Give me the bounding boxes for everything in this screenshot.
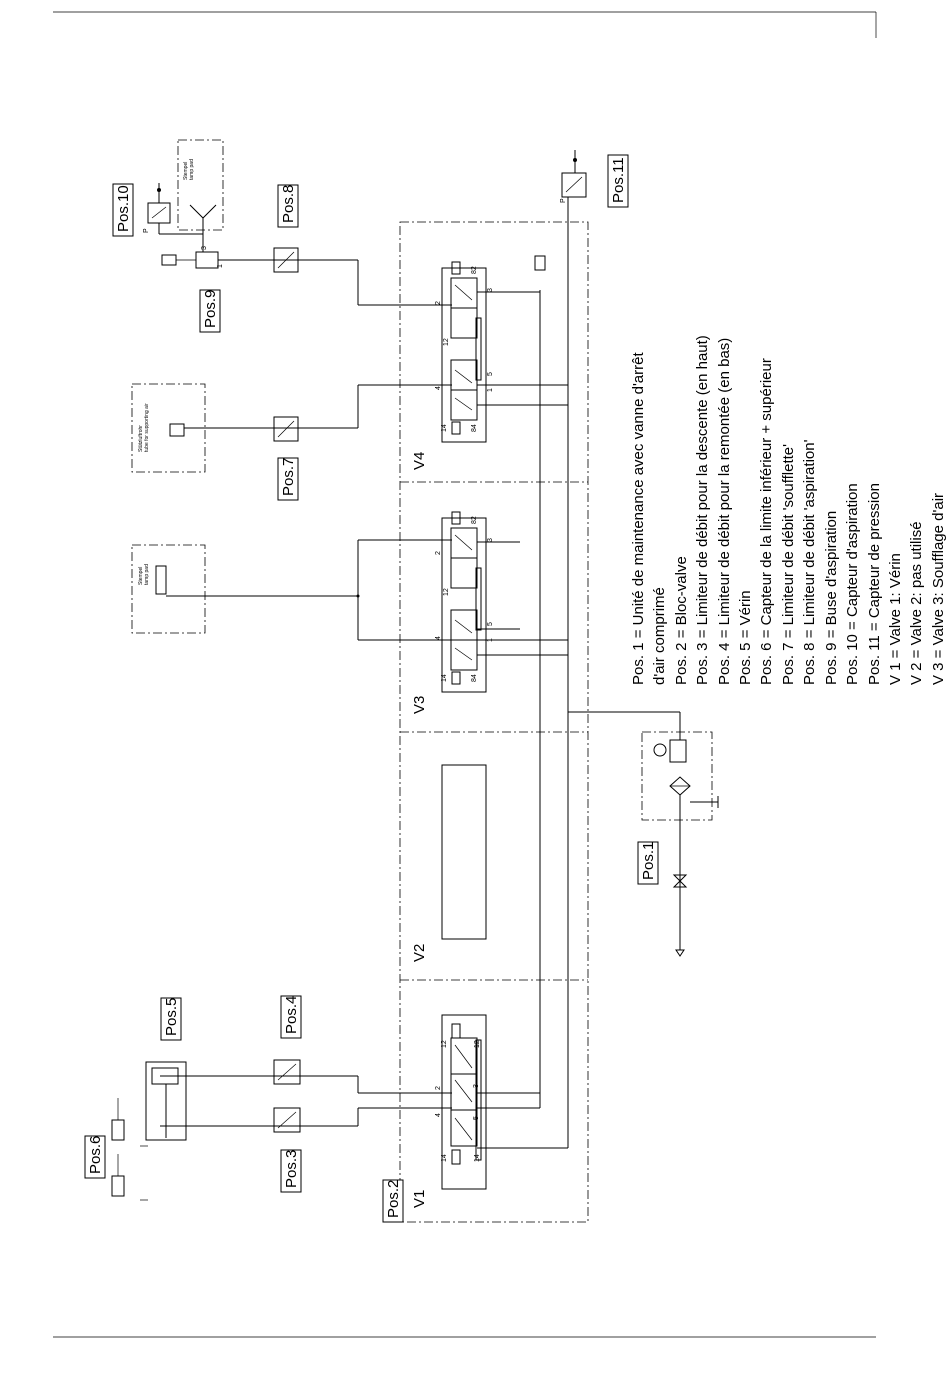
pos7-box	[277, 457, 299, 501]
port-84-v3: 84	[471, 674, 478, 682]
legend-line: Pos. 3 = Limiteur de débit pour la desce…	[694, 335, 711, 685]
support-tube-label-2: tube for supporting air	[144, 403, 150, 452]
v2-label: V2	[411, 944, 428, 962]
pressure-sensor	[561, 150, 587, 215]
legend-line: Pos. 7 = Limiteur de débit 'soufflette'	[780, 444, 797, 685]
port-14-v3: 14	[441, 674, 448, 682]
port-3-v4: 3	[487, 288, 494, 292]
port-4-v4: 4	[435, 386, 442, 390]
legend-line: V 3 = Valve 3: Soufflage d'air	[930, 493, 947, 685]
pos10-label: Pos.10	[115, 185, 132, 232]
pos4-box	[280, 995, 302, 1039]
legend-line: Pos. 6 = Capteur de la limite inférieur …	[758, 358, 775, 685]
pos9-label: Pos.9	[202, 290, 219, 328]
port-2-v4: 2	[435, 301, 442, 305]
port-1-v3: 1	[487, 638, 494, 642]
v3-v4-periphery	[131, 139, 452, 641]
valve-v2-blank	[441, 764, 487, 940]
legend-line: Pos. 9 = Buse d'aspiration	[823, 511, 840, 685]
pos8-label: Pos.8	[280, 185, 297, 223]
supply-lines	[477, 215, 680, 1149]
port-12-v4: 12	[443, 338, 450, 346]
port-14-v1-right: 14	[474, 1154, 481, 1162]
pos5-box	[160, 997, 182, 1041]
port-3-v3: 3	[487, 538, 494, 542]
port-5-v4: 5	[487, 372, 494, 376]
port-1-pos9: 1	[217, 264, 224, 268]
port-14-v1: 14	[441, 1154, 448, 1162]
pos11-box	[607, 154, 629, 208]
pos8-box	[277, 184, 299, 228]
legend-line: V 2 = Valve 2: pas utilisé	[908, 521, 925, 685]
valve-block-frame	[399, 221, 589, 1223]
port-p-pos10: P	[143, 228, 150, 233]
pos3-box	[280, 1149, 302, 1193]
port-5-v1: 5	[473, 1116, 480, 1120]
legend-line: Pos. 5 = Vérin	[737, 590, 754, 685]
port-14-v4: 14	[441, 424, 448, 432]
v1-label: V1	[411, 1190, 428, 1208]
port-4-v1: 4	[435, 1113, 442, 1117]
legend-line: Pos. 4 = Limiteur de débit pour la remon…	[716, 338, 733, 685]
stempel-label-1: Stempel	[138, 567, 144, 585]
pos11-label: Pos.11	[610, 157, 627, 203]
legend-line: V 1 = Valve 1: Vérin	[887, 553, 904, 685]
valve-v3	[441, 511, 487, 693]
flow-limiters-cylinder	[111, 1059, 452, 1201]
stempel-label-2: Stempel	[183, 162, 189, 180]
tamp-pad-label-2: tamp pad	[189, 159, 195, 180]
legend-line: Pos. 10 = Capteur d'aspiration	[844, 483, 861, 685]
legend-line: d'air comprimé	[651, 587, 668, 685]
port-2-v1: 2	[435, 1086, 442, 1090]
valve-v4	[441, 261, 487, 443]
legend-line: Pos. 1 = Unité de maintenance avec vanne…	[630, 352, 647, 685]
pos7-label: Pos.7	[280, 458, 297, 496]
port-84-v4: 84	[471, 424, 478, 432]
pos10-box	[112, 183, 134, 237]
pos3-label: Pos.3	[283, 1150, 300, 1188]
port-3-v1: 3	[473, 1084, 480, 1088]
port-12-v1-right: 12	[474, 1040, 481, 1048]
legend-line: Pos. 11 = Capteur de pression	[866, 483, 883, 685]
port-p-pos11: P	[560, 198, 567, 203]
pos5-label: Pos.5	[163, 998, 180, 1036]
pos6-label: Pos.6	[87, 1136, 104, 1174]
pos4-label: Pos.4	[283, 996, 300, 1034]
port-82-v4: 82	[471, 266, 478, 274]
port-5-v3: 5	[487, 622, 494, 626]
legend-line: Pos. 2 = Bloc-valve	[673, 556, 690, 685]
pos6-box	[84, 1135, 106, 1179]
valve-v1	[441, 1014, 487, 1190]
pos9-box	[199, 289, 221, 333]
maintenance-unit	[641, 712, 719, 957]
pos2-box	[382, 1179, 404, 1223]
legend: Pos. 1 = Unité de maintenance avec vanne…	[630, 335, 947, 685]
port-12-v1: 12	[441, 1040, 448, 1048]
v4-label: V4	[411, 452, 428, 470]
legend-line: Pos. 8 = Limiteur de débit 'aspiration'	[801, 439, 818, 685]
pos1-box	[637, 841, 659, 885]
port-3-pos9: 3	[201, 246, 208, 250]
pos2-label: Pos.2	[385, 1180, 402, 1218]
port-4-v3: 4	[435, 636, 442, 640]
port-12-v3: 12	[443, 588, 450, 596]
port-1-v4: 1	[487, 388, 494, 392]
pos1-label: Pos.1	[640, 842, 657, 880]
tamp-pad-label-1: tamp pad	[144, 564, 150, 585]
port-82-v3: 82	[471, 516, 478, 524]
v3-label: V3	[411, 696, 428, 714]
support-tube-label-1: Stützluftrohr	[138, 425, 144, 452]
port-2-v3: 2	[435, 551, 442, 555]
